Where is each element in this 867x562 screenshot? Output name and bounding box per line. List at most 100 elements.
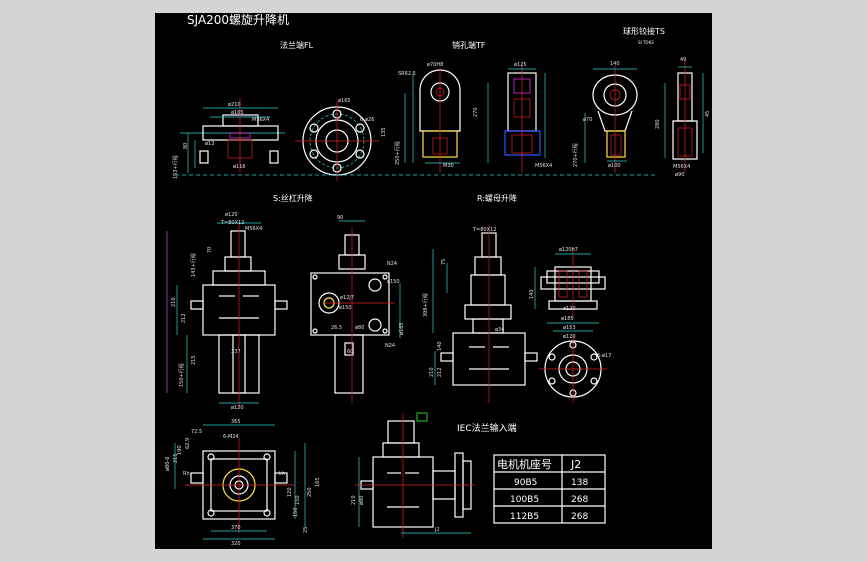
svg-text:210: 210 [351,495,357,505]
view-title-nut: R:螺母升降 [477,193,517,203]
table-header-frame: 电机机座号 [497,457,552,471]
svg-text:ø165: ø165 [231,110,244,116]
svg-text:337: 337 [231,349,241,355]
svg-text:N24: N24 [387,261,397,267]
svg-text:M56X4: M56X4 [245,226,262,232]
table-cell: 268 [571,512,588,522]
svg-text:ø120h7: ø120h7 [559,247,578,253]
svg-text:ø70: ø70 [583,117,592,123]
pin-end-side-view [404,68,461,173]
svg-text:ø150: ø150 [339,305,352,311]
svg-text:M56X4: M56X4 [252,117,269,123]
svg-text:ø70H8: ø70H8 [427,62,443,68]
svg-text:J2: J2 [434,527,440,533]
svg-text:398+行程: 398+行程 [422,293,429,317]
svg-text:ø116: ø116 [233,164,246,170]
svg-text:N24: N24 [385,343,395,349]
svg-text:M56X4: M56X4 [673,164,690,170]
screw-lift-front-view [166,222,288,408]
svg-text:215: 215 [191,355,197,365]
svg-text:165: 165 [315,477,321,487]
svg-text:270+行程: 270+行程 [572,143,579,167]
svg-text:250+行程: 250+行程 [394,141,401,165]
svg-text:90: 90 [337,215,343,221]
view-title-ball: 球形铰接TS [623,26,665,36]
table-cell: 268 [571,495,588,505]
svg-text:215: 215 [173,453,179,463]
flange-side-view [180,98,285,173]
dims-row2: ø120 T=80X12 M56X4 70 143+行程 210 212 215… [171,212,611,411]
svg-text:120: 120 [287,487,293,497]
svg-text:ø210: ø210 [228,102,241,108]
svg-text:210: 210 [429,367,435,377]
svg-text:ø120: ø120 [225,212,238,218]
svg-text:140: 140 [529,289,535,299]
svg-text:190: 190 [177,445,183,455]
view-title-flange: 法兰端FL [280,40,314,50]
top-view [174,424,306,540]
svg-text:212: 212 [181,313,187,323]
view-subtitle-ball: SI TOKS [638,40,654,45]
svg-text:SR62.5: SR62.5 [398,71,416,77]
svg-text:ø80: ø80 [359,496,365,505]
svg-text:25: 25 [303,527,309,533]
svg-text:6-ø17: 6-ø17 [597,353,611,359]
nut-lift-front-view [432,225,538,403]
svg-text:ø80-6: ø80-6 [165,457,171,471]
drawing-title: SJA200螺旋升降机 [187,13,289,27]
svg-text:ø90: ø90 [675,172,684,178]
svg-text:ø120: ø120 [563,334,576,340]
svg-text:80: 80 [183,143,189,149]
dims-row1: ø210 ø165 M56X4 ø116 ø12 80 153+行程 ø165 … [172,57,711,179]
svg-text:70: 70 [207,247,213,253]
svg-text:ø120: ø120 [563,306,576,312]
motor-frame-table: 电机机座号 J2 90B5 138 100B5 268 112B5 268 [493,454,606,524]
svg-text:72.5: 72.5 [191,429,202,435]
iec-flange-view [355,412,475,538]
svg-text:60: 60 [347,349,353,355]
table-cell: 100B5 [510,495,539,505]
svg-text:153+行程: 153+行程 [172,155,179,179]
svg-text:ø165: ø165 [399,322,405,335]
ball-joint-front-view [664,61,704,173]
screw-lift-side-view [310,220,401,403]
svg-text:135: 135 [381,127,387,137]
cad-drawing-canvas[interactable]: SJA200螺旋升降机 法兰端FL 销孔端TF 球形铰接TS SI TOKS S… [155,13,712,549]
svg-text:ø185: ø185 [561,316,574,322]
svg-text:ø34: ø34 [495,327,504,333]
svg-text:370: 370 [231,525,241,531]
svg-text:6-M24: 6-M24 [223,434,239,440]
svg-text:270: 270 [473,107,479,117]
svg-text:26.5: 26.5 [331,325,342,331]
svg-text:ø125: ø125 [514,62,527,68]
svg-text:150+行程: 150+行程 [178,363,185,387]
svg-text:212: 212 [437,367,443,377]
nut-ring-front-view [539,335,607,403]
svg-text:280: 280 [655,119,661,129]
dims-row3: 365 6-M24 72.5 62.9 215 ø80-6 190 Rh Lh … [165,419,440,547]
svg-text:250: 250 [307,487,313,497]
svg-text:M56X4: M56X4 [535,163,552,169]
svg-text:150: 150 [293,507,299,517]
table-cell: 138 [571,478,588,488]
view-title-pin: 销孔端TF [452,40,486,50]
svg-text:M30: M30 [443,163,454,169]
svg-text:140: 140 [610,61,620,67]
svg-text:45: 45 [705,111,711,117]
svg-text:210: 210 [171,297,177,307]
svg-text:ø12: ø12 [205,141,214,147]
svg-text:75: 75 [441,259,447,265]
view-title-iec: IEC法兰输入端 [457,422,517,434]
table-cell: 112B5 [510,512,539,522]
svg-text:ø165: ø165 [338,98,351,104]
svg-text:140: 140 [437,341,443,351]
svg-text:ø100: ø100 [608,163,621,169]
svg-text:ø80: ø80 [355,325,364,331]
flange-front-view [295,101,379,181]
view-title-screw: S:丝杠升降 [273,193,313,203]
svg-text:T=80X12: T=80X12 [472,227,496,233]
cad-drawing: SJA200螺旋升降机 法兰端FL 销孔端TF 球形铰接TS SI TOKS S… [165,13,711,547]
svg-text:365: 365 [231,419,241,425]
nut-detail-side-view [534,247,606,332]
svg-text:49: 49 [680,57,686,63]
